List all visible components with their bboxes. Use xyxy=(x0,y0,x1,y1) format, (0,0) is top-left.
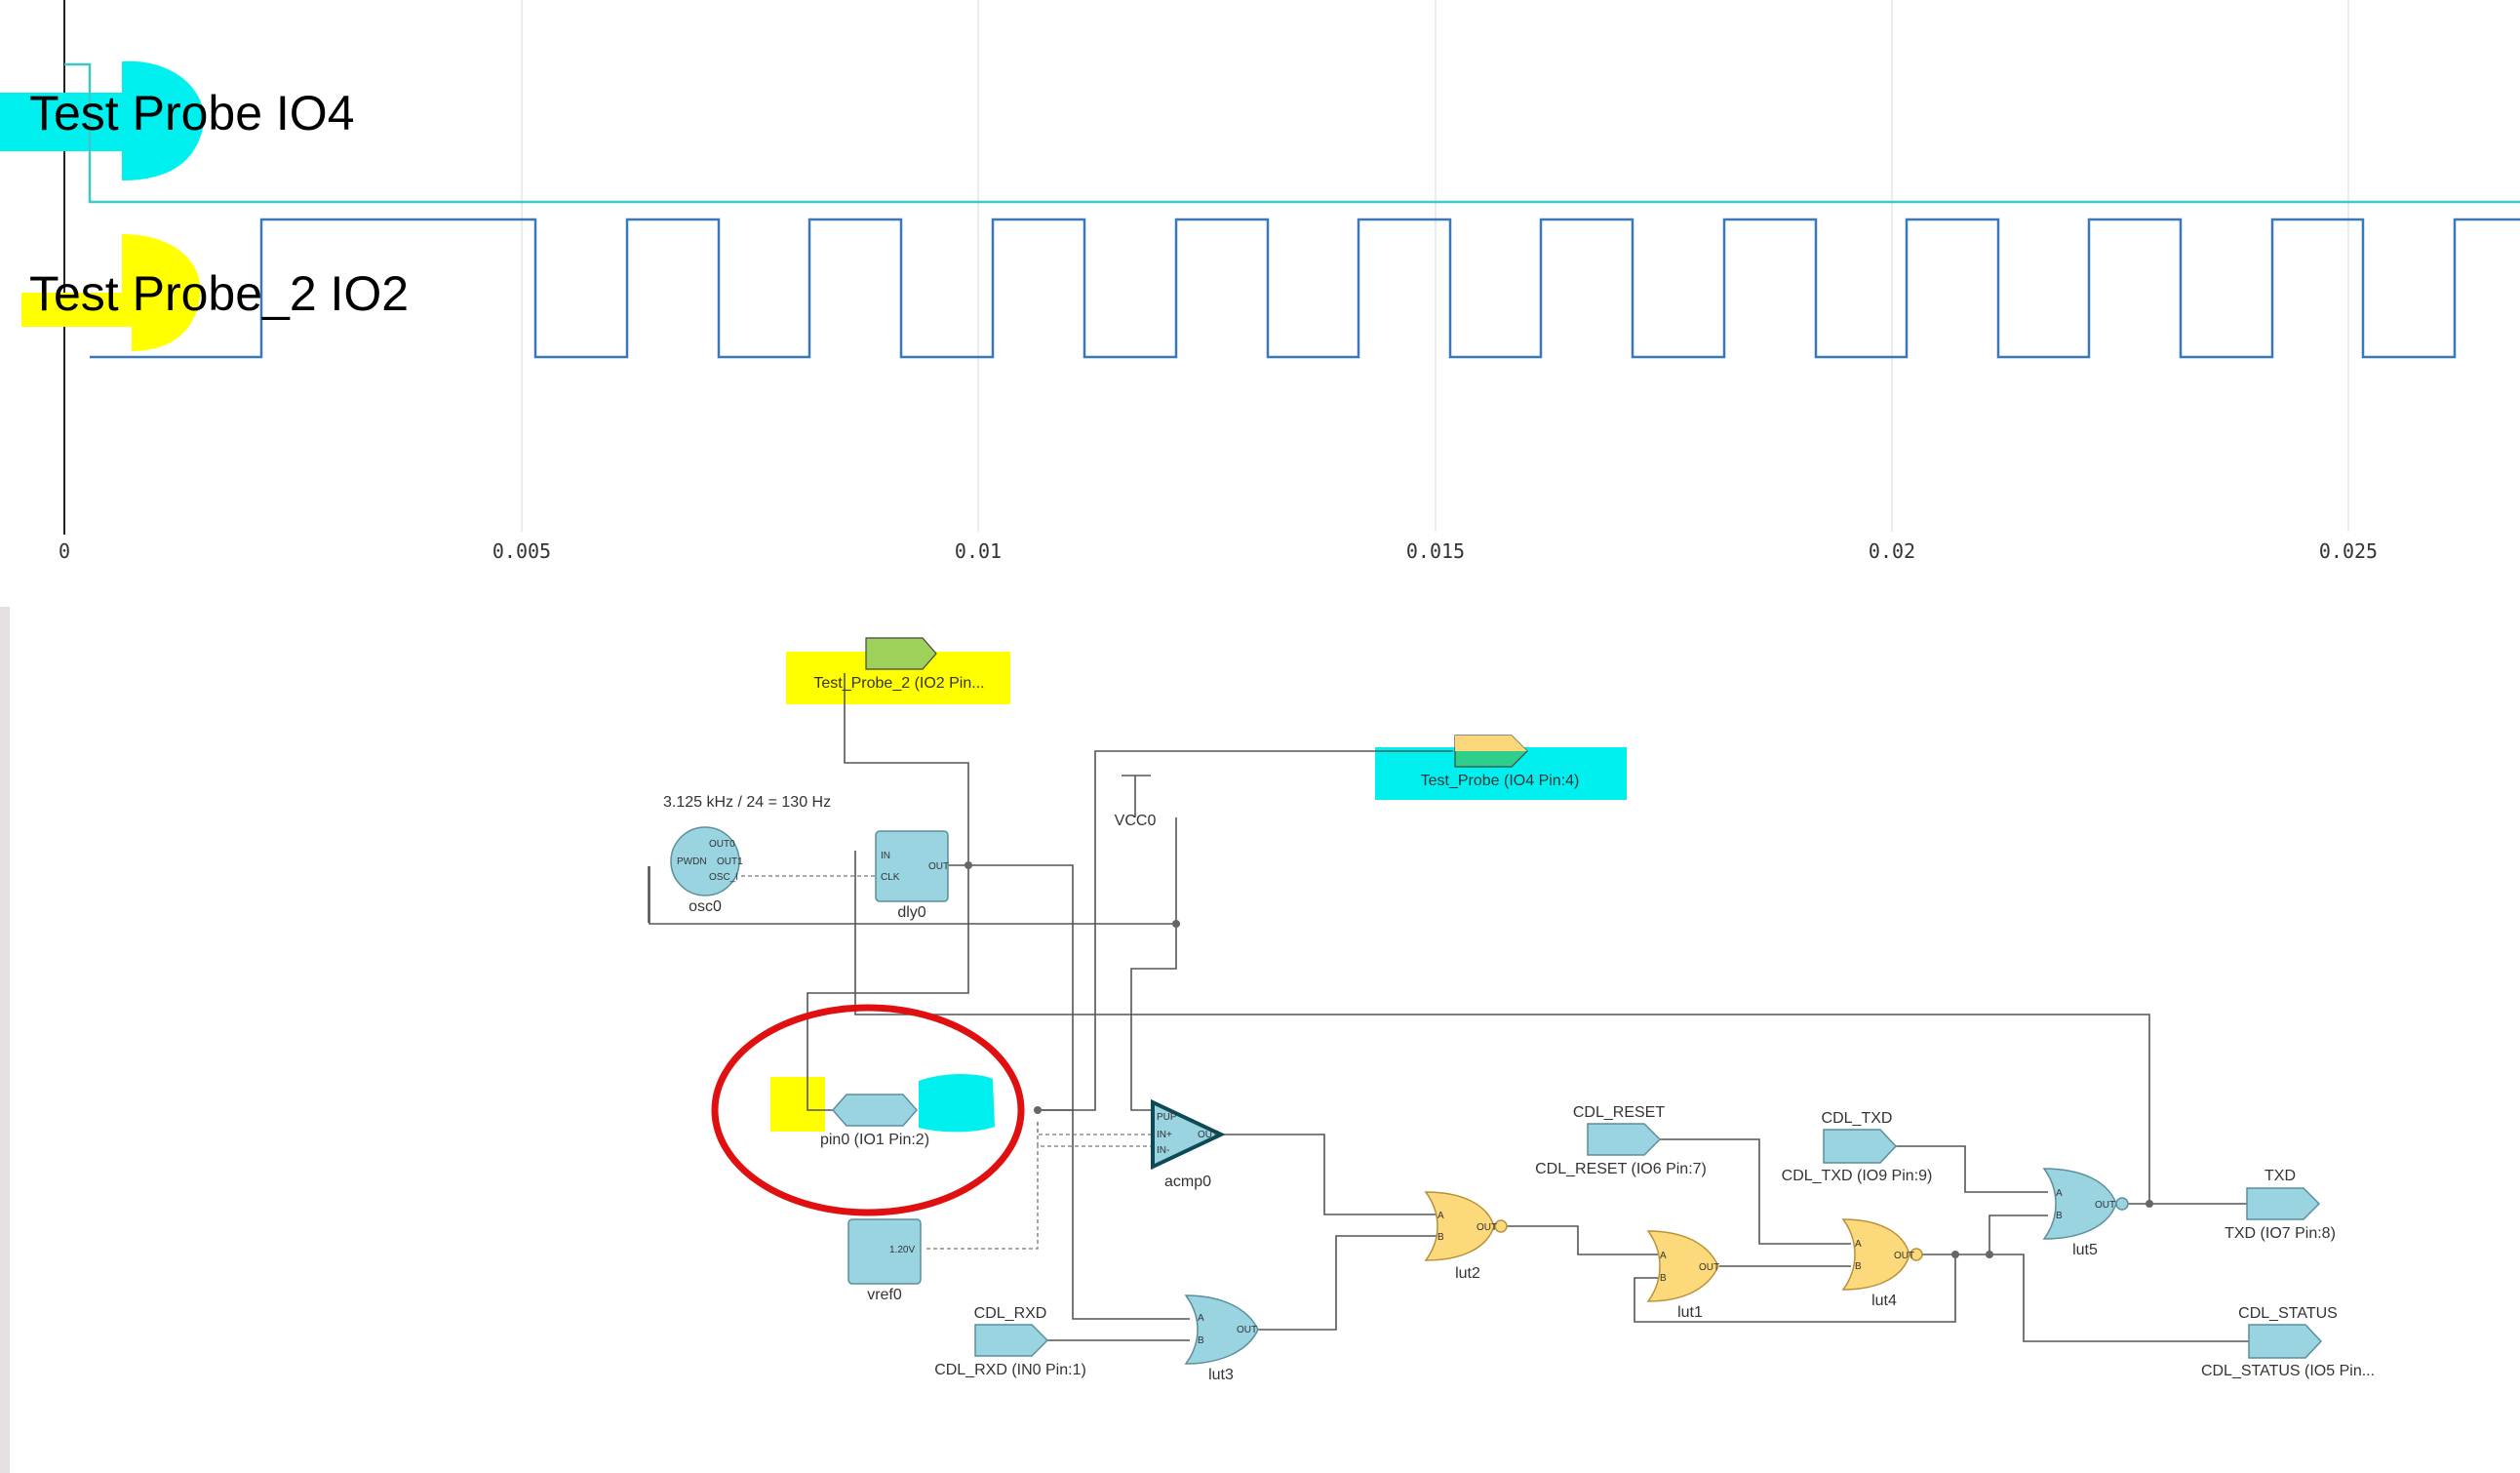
lut2-pin-b: B xyxy=(1437,1232,1444,1243)
vref0-block[interactable]: 1.20V vref0 xyxy=(847,1218,922,1303)
schematic-canvas: Test_Probe_2 (IO2 Pin... Test_Probe (IO4… xyxy=(648,637,2375,1383)
lut5-gate[interactable]: A B OUT lut5 xyxy=(2042,1168,2129,1258)
osc0-pin-out0: OUT0 xyxy=(709,839,735,850)
dly0-pin-clk: CLK xyxy=(881,872,900,883)
lut4-gate[interactable]: A B OUT lut4 xyxy=(1841,1218,1923,1309)
axis-tick: 0.025 xyxy=(2319,539,2378,563)
test-probe-2-label: Test_Probe_2 (IO2 Pin... xyxy=(813,675,984,692)
vref0-label: vref0 xyxy=(867,1287,902,1303)
vref0-value: 1.20V xyxy=(889,1245,915,1255)
lut4-pin-out: OUT xyxy=(1894,1251,1914,1261)
lut3-pin-b: B xyxy=(1198,1335,1204,1346)
lut3-pin-out: OUT xyxy=(1237,1325,1257,1335)
lut2-pin-out: OUT xyxy=(1477,1222,1497,1233)
lut2-gate[interactable]: A B OUT lut2 xyxy=(1424,1191,1508,1282)
cdl-rxd-name: CDL_RXD xyxy=(974,1305,1047,1322)
dashed-wires xyxy=(741,875,1153,1250)
dly0-block[interactable]: IN CLK OUT dly0 xyxy=(875,830,949,921)
lut3-label: lut3 xyxy=(1208,1367,1234,1383)
lut5-pin-a: A xyxy=(2056,1188,2063,1199)
axis-tick: 0 xyxy=(59,539,70,563)
lut3-pin-a: A xyxy=(1198,1313,1204,1324)
schematic-panel-edge xyxy=(0,607,10,1473)
acmp0-pin-pup: PUP xyxy=(1157,1112,1177,1123)
test-probe-2-port[interactable]: Test_Probe_2 (IO2 Pin... xyxy=(813,637,985,692)
pin0-label: pin0 (IO1 Pin:2) xyxy=(820,1132,929,1148)
annotation-circle xyxy=(711,1004,1025,1216)
lut4-pin-a: A xyxy=(1855,1239,1862,1250)
waveform-gridlines xyxy=(521,0,2349,532)
probe-io2-highlight xyxy=(21,234,201,351)
osc0-pin-pwdn: PWDN xyxy=(677,856,707,867)
lut1-pin-out: OUT xyxy=(1699,1262,1719,1273)
lut5-pin-out: OUT xyxy=(2095,1200,2115,1211)
acmp0-pin-inminus: IN- xyxy=(1157,1145,1169,1156)
cdl-reset-port[interactable]: CDL_RESET CDL_RESET (IO6 Pin:7) xyxy=(1535,1104,1707,1177)
cdl-status-label: CDL_STATUS (IO5 Pin... xyxy=(2201,1363,2375,1379)
dly0-pin-out: OUT xyxy=(928,861,949,872)
osc0-pin-out1: OUT1 xyxy=(717,856,743,867)
wires xyxy=(648,673,2249,1342)
lut1-gate[interactable]: A B OUT lut1 xyxy=(1646,1230,1719,1321)
cdl-status-name: CDL_STATUS xyxy=(2238,1305,2338,1322)
axis-tick: 0.01 xyxy=(955,539,1002,563)
cdl-txd-label: CDL_TXD (IO9 Pin:9) xyxy=(1782,1168,1933,1184)
pin0-yellow-highlight xyxy=(770,1077,825,1132)
lut2-pin-a: A xyxy=(1437,1211,1444,1221)
wire-junctions xyxy=(965,861,2153,1258)
lut2-label: lut2 xyxy=(1455,1265,1480,1282)
osc-frequency-note: 3.125 kHz / 24 = 130 Hz xyxy=(663,794,831,811)
osc0-block[interactable]: PWDN OUT0 OUT1 OSC_I osc0 xyxy=(670,826,743,915)
lut5-label: lut5 xyxy=(2072,1242,2098,1258)
cdl-txd-name: CDL_TXD xyxy=(1822,1110,1893,1127)
dly0-pin-in: IN xyxy=(881,851,890,861)
cdl-rxd-port[interactable]: CDL_RXD CDL_RXD (IN0 Pin:1) xyxy=(934,1305,1086,1378)
vcc0-label: VCC0 xyxy=(1115,813,1157,829)
lut1-pin-a: A xyxy=(1660,1251,1667,1261)
osc0-label: osc0 xyxy=(689,898,722,915)
lut4-pin-b: B xyxy=(1855,1261,1862,1272)
osc0-pin-osci: OSC_I xyxy=(709,872,738,883)
acmp0-pin-out: OUT xyxy=(1198,1130,1218,1140)
cdl-rxd-label: CDL_RXD (IN0 Pin:1) xyxy=(934,1362,1086,1378)
acmp0-pin-inplus: IN+ xyxy=(1157,1130,1172,1140)
lut1-pin-b: B xyxy=(1660,1273,1667,1284)
acmp0-label: acmp0 xyxy=(1164,1174,1211,1190)
lut1-label: lut1 xyxy=(1677,1304,1703,1321)
waveform-viewer: Test Probe IO4 Test Probe_2 IO2 0 0.005 … xyxy=(0,0,2520,563)
axis-tick: 0.02 xyxy=(1869,539,1915,563)
txd-port[interactable]: TXD TXD (IO7 Pin:8) xyxy=(2225,1168,2336,1242)
txd-name: TXD xyxy=(2264,1168,2296,1184)
txd-label: TXD (IO7 Pin:8) xyxy=(2225,1225,2336,1242)
cdl-reset-label: CDL_RESET (IO6 Pin:7) xyxy=(1535,1161,1707,1177)
cdl-txd-port[interactable]: CDL_TXD CDL_TXD (IO9 Pin:9) xyxy=(1782,1110,1933,1184)
lut4-label: lut4 xyxy=(1871,1293,1897,1309)
lut3-gate[interactable]: A B OUT lut3 xyxy=(1184,1294,1259,1383)
probe-io2-trace xyxy=(90,218,2520,359)
axis-tick: 0.015 xyxy=(1406,539,1465,563)
cdl-reset-name: CDL_RESET xyxy=(1573,1104,1665,1121)
test-probe-label: Test_Probe (IO4 Pin:4) xyxy=(1421,773,1580,789)
probe-io4-label: Test Probe IO4 xyxy=(29,86,355,140)
axis-tick: 0.005 xyxy=(492,539,551,563)
pin0-cyan-highlight xyxy=(919,1074,995,1133)
probe-io2-label: Test Probe_2 IO2 xyxy=(29,266,409,321)
dly0-label: dly0 xyxy=(897,904,925,921)
lut5-pin-b: B xyxy=(2056,1211,2063,1221)
pin0-port[interactable]: pin0 (IO1 Pin:2) xyxy=(820,1094,929,1148)
acmp0-block[interactable]: PUP IN+ IN- OUT acmp0 xyxy=(1151,1098,1226,1190)
test-probe-port[interactable]: Test_Probe (IO4 Pin:4) xyxy=(1421,735,1580,789)
probe-io4-trace xyxy=(64,62,2520,204)
probe-io4-highlight xyxy=(0,60,205,180)
cdl-status-port[interactable]: CDL_STATUS CDL_STATUS (IO5 Pin... xyxy=(2201,1305,2375,1379)
